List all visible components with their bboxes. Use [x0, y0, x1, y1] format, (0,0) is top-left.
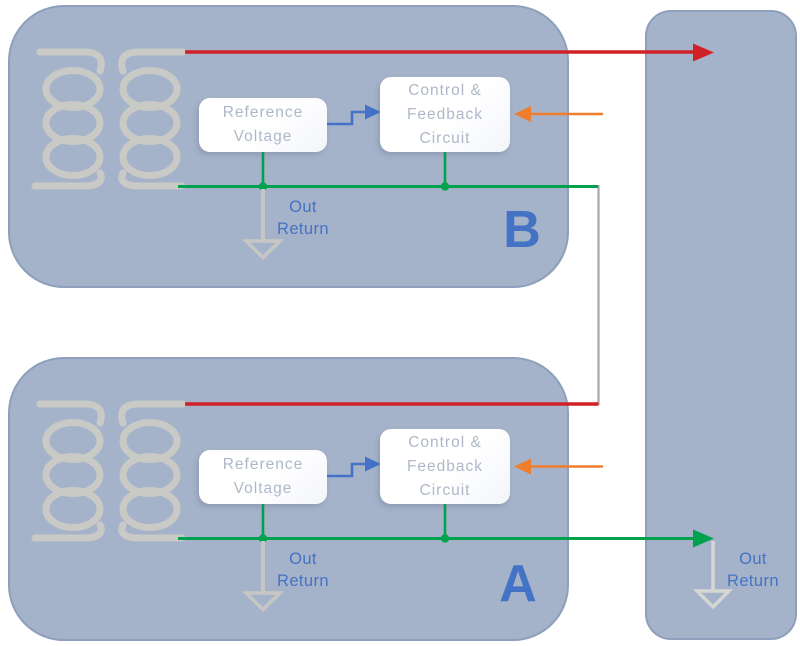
reference-voltage-label-a: Reference Voltage: [222, 456, 304, 497]
load-panel: [645, 10, 797, 640]
return-label-b: Return: [277, 220, 329, 238]
reference-voltage-box-b: Reference Voltage: [199, 98, 327, 152]
control-feedback-label-b: Control & Feedback Circuit: [406, 81, 484, 147]
reference-voltage-label-b: Reference Voltage: [222, 104, 304, 145]
out-return-label-a: Out Return: [263, 548, 343, 592]
out-return-label-b: Out Return: [263, 196, 343, 240]
out-label-load: Out: [739, 550, 767, 568]
return-label-a: Return: [277, 572, 329, 590]
control-feedback-box-b: Control & Feedback Circuit: [380, 77, 510, 152]
reference-voltage-box-a: Reference Voltage: [199, 450, 327, 504]
control-feedback-label-a: Control & Feedback Circuit: [406, 433, 484, 499]
out-label-b: Out: [289, 198, 317, 216]
module-b-letter: B: [503, 201, 541, 259]
out-return-label-load: Out Return: [713, 548, 793, 592]
module-a-letter: A: [499, 555, 537, 613]
return-label-load: Return: [727, 572, 779, 590]
control-feedback-box-a: Control & Feedback Circuit: [380, 429, 510, 504]
out-label-a: Out: [289, 550, 317, 568]
